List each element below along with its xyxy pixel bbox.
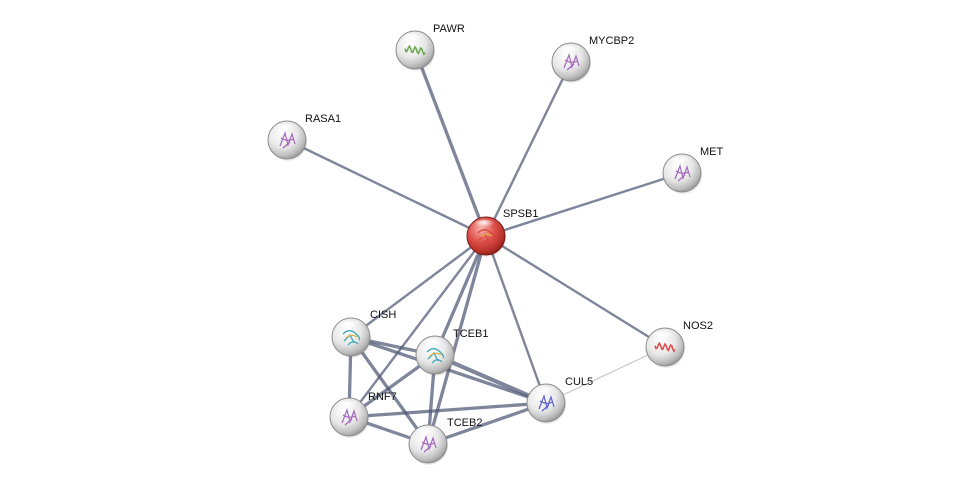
edge-cish-tceb2[interactable] xyxy=(349,335,430,446)
node-mycbp2[interactable]: MYCBP2 xyxy=(551,35,634,83)
node-highlight xyxy=(558,46,582,58)
node-label-tceb2: TCEB2 xyxy=(447,417,482,429)
node-highlight xyxy=(415,428,439,440)
structure-helix-icon xyxy=(404,44,426,56)
node-rasa1[interactable]: RASA1 xyxy=(267,113,341,161)
node-label-mycbp2: MYCBP2 xyxy=(589,35,634,47)
structure-sheet-icon xyxy=(420,435,437,453)
edge-cish-cul5[interactable] xyxy=(349,335,548,405)
structure-sheet-icon xyxy=(538,394,555,412)
node-rnf7[interactable]: RNF7 xyxy=(329,391,397,438)
edge-spsb1-cul5[interactable] xyxy=(484,234,548,405)
node-label-rasa1: RASA1 xyxy=(305,113,341,125)
node-highlight xyxy=(669,157,693,169)
node-highlight xyxy=(533,387,557,399)
edge-spsb1-nos2[interactable] xyxy=(484,234,667,349)
node-label-pawr: PAWR xyxy=(433,23,465,35)
edge-rnf7-cul5[interactable] xyxy=(347,401,548,419)
node-label-met: MET xyxy=(700,146,724,158)
structure-sheet-icon xyxy=(674,164,691,182)
node-highlight xyxy=(473,220,497,232)
edge-spsb1-pawr[interactable] xyxy=(413,48,488,238)
edge-spsb1-mycbp2[interactable] xyxy=(484,60,573,238)
structure-sheet-icon xyxy=(563,53,580,71)
structure-sheet-icon xyxy=(341,408,358,426)
edge-spsb1-met[interactable] xyxy=(484,171,684,238)
node-highlight xyxy=(274,124,298,136)
node-highlight xyxy=(336,401,360,413)
edge-spsb1-tceb1[interactable] xyxy=(433,234,488,357)
node-label-cul5: CUL5 xyxy=(565,376,593,388)
edge-tceb1-cul5[interactable] xyxy=(432,352,549,406)
node-pawr[interactable]: PAWR xyxy=(395,23,465,71)
node-label-cish: CISH xyxy=(370,309,396,321)
structure-sheet-icon xyxy=(279,131,296,149)
node-cish[interactable]: CISH xyxy=(331,309,396,358)
structure-strand-icon xyxy=(429,352,442,357)
node-highlight xyxy=(422,339,446,351)
node-label-tceb1: TCEB1 xyxy=(453,328,488,340)
node-label-nos2: NOS2 xyxy=(683,320,713,332)
edge-spsb1-rnf7[interactable] xyxy=(347,234,488,419)
edge-nos2-cul5[interactable] xyxy=(545,346,666,404)
edge-spsb1-rasa1[interactable] xyxy=(285,138,488,238)
node-label-spsb1: SPSB1 xyxy=(503,208,538,220)
node-met[interactable]: MET xyxy=(662,146,724,194)
structure-strand-icon xyxy=(480,233,493,238)
edge-tceb2-cul5[interactable] xyxy=(426,401,548,446)
structure-helix-icon xyxy=(654,341,676,353)
node-highlight xyxy=(402,34,426,46)
node-spsb1[interactable]: SPSB1 xyxy=(466,208,538,257)
node-tceb1[interactable]: TCEB1 xyxy=(415,328,488,376)
node-highlight xyxy=(338,321,362,333)
node-tceb2[interactable]: TCEB2 xyxy=(408,417,482,465)
node-highlight xyxy=(652,331,676,343)
node-cul5[interactable]: CUL5 xyxy=(526,376,593,424)
node-label-rnf7: RNF7 xyxy=(368,391,397,403)
node-nos2[interactable]: NOS2 xyxy=(645,320,713,368)
structure-strand-icon xyxy=(345,334,358,339)
edge-spsb1-cish[interactable] xyxy=(349,234,488,339)
